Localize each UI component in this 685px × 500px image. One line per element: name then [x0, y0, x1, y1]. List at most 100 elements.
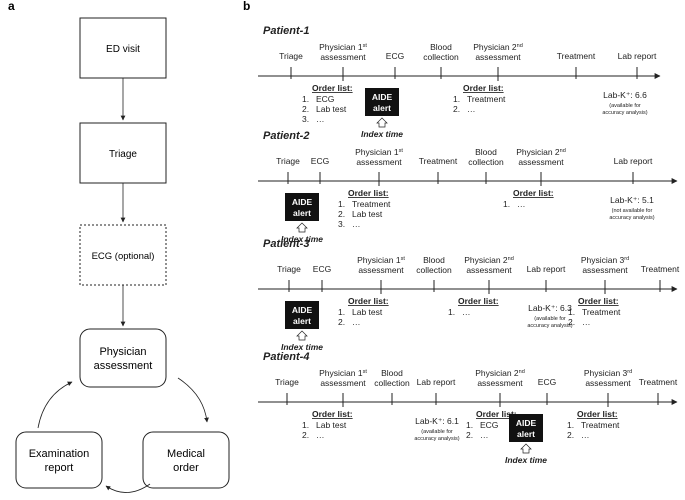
order-item: Lab test [352, 209, 383, 219]
event-label: Physician 2nd [516, 147, 566, 157]
assessment-label: assessment [94, 360, 153, 372]
arrow-examination-to-physician [37, 381, 73, 429]
order-list: Order list:1.Treatment2.… [568, 292, 621, 327]
up-arrow-icon [296, 330, 308, 341]
event-label: collection [423, 52, 459, 62]
aide-alert-label: AIDE [292, 305, 313, 315]
event-label: Triage [276, 156, 300, 166]
order-item-number: 2. [338, 209, 345, 219]
index-time-label: Index time [281, 342, 323, 352]
order-list: Order list:1.… [503, 184, 554, 209]
index-time-label: Index time [361, 129, 403, 139]
order-item-number: 2. [302, 430, 309, 440]
order-item: Treatment [467, 94, 506, 104]
event-label: ECG [313, 264, 331, 274]
lab-note: accuracy analysis) [609, 215, 654, 221]
event-label: ECG [386, 51, 404, 61]
lab-value: Lab-K⁺: 6.3 [528, 303, 572, 313]
event-label: ECG [311, 156, 329, 166]
lab-note: (available for [609, 103, 641, 109]
event-label: Physician 3rd [581, 255, 629, 265]
physician-assessment-box: Physician assessment [79, 328, 167, 388]
aide-alert-label: AIDE [516, 418, 537, 428]
panel-a: a ED visit Triage ECG (optional) Physici… [8, 0, 230, 493]
examination-label: Examination [29, 448, 90, 460]
event-label: Lab report [618, 51, 657, 61]
order-item-number: 2. [302, 104, 309, 114]
event-label: Blood [381, 368, 403, 378]
ed-visit-box: ED visit [79, 17, 167, 79]
order-item: … [582, 317, 591, 327]
event-label: Physician 1st [319, 42, 367, 52]
event-label: ECG [538, 377, 556, 387]
order-item: Treatment [582, 307, 621, 317]
up-arrow-icon [520, 443, 532, 454]
order-label: order [173, 462, 199, 474]
event-label: Physician 1st [357, 255, 405, 265]
order-list-title: Order list: [463, 83, 504, 93]
order-item: … [581, 430, 590, 440]
order-list-title: Order list: [348, 296, 389, 306]
order-item-number: 1. [302, 94, 309, 104]
order-list-title: Order list: [458, 296, 499, 306]
event-label: Lab report [527, 264, 566, 274]
aide-alert-box [285, 193, 319, 221]
event-label: assessment [320, 52, 366, 62]
event-label: Physician 2nd [473, 42, 523, 52]
aide-alert-label: alert [293, 208, 311, 218]
order-item: … [352, 317, 361, 327]
order-item: … [480, 430, 489, 440]
lab-note: accuracy analysis) [602, 110, 647, 116]
event-label: Treatment [641, 264, 680, 274]
order-list-title: Order list: [312, 83, 353, 93]
ecg-optional-box: ECG (optional) [79, 224, 167, 286]
order-item-number: 1. [453, 94, 460, 104]
order-item-number: 2. [567, 430, 574, 440]
patient-title: Patient-1 [263, 25, 309, 37]
order-item-number: 2. [338, 317, 345, 327]
event-label: assessment [582, 265, 628, 275]
lab-value: Lab-K⁺: 5.1 [610, 195, 654, 205]
physician-label: Physician [99, 346, 146, 358]
event-label: Treatment [557, 51, 596, 61]
order-item: … [316, 430, 325, 440]
lab-note: accuracy analysis) [414, 436, 459, 442]
event-label: Blood [475, 147, 497, 157]
event-label: Blood [423, 255, 445, 265]
order-item-number: 1. [338, 307, 345, 317]
order-item-number: 1. [568, 307, 575, 317]
event-label: Lab report [417, 377, 456, 387]
order-item: ECG [316, 94, 334, 104]
order-list: Order list:1.Treatment2.… [567, 405, 620, 440]
ecg-optional-label: ECG (optional) [92, 251, 155, 262]
ed-visit-label: ED visit [106, 44, 140, 55]
aide-alert-box [365, 88, 399, 116]
event-label: collection [374, 378, 410, 388]
index-time-label: Index time [505, 455, 547, 465]
order-item: … [467, 104, 476, 114]
event-label: Physician 2nd [475, 368, 525, 378]
event-label: assessment [477, 378, 523, 388]
order-list-title: Order list: [513, 188, 554, 198]
order-list-title: Order list: [578, 296, 619, 306]
order-item: ECG [480, 420, 498, 430]
lab-value: Lab-K⁺: 6.6 [603, 90, 647, 100]
order-item: … [352, 219, 361, 229]
order-list: Order list:1.Lab test2.… [302, 405, 353, 440]
lab-note: (available for [421, 429, 453, 435]
event-label: assessment [518, 157, 564, 167]
event-label: Physician 3rd [584, 368, 632, 378]
aide-alert-label: alert [293, 316, 311, 326]
up-arrow-icon [376, 117, 388, 128]
